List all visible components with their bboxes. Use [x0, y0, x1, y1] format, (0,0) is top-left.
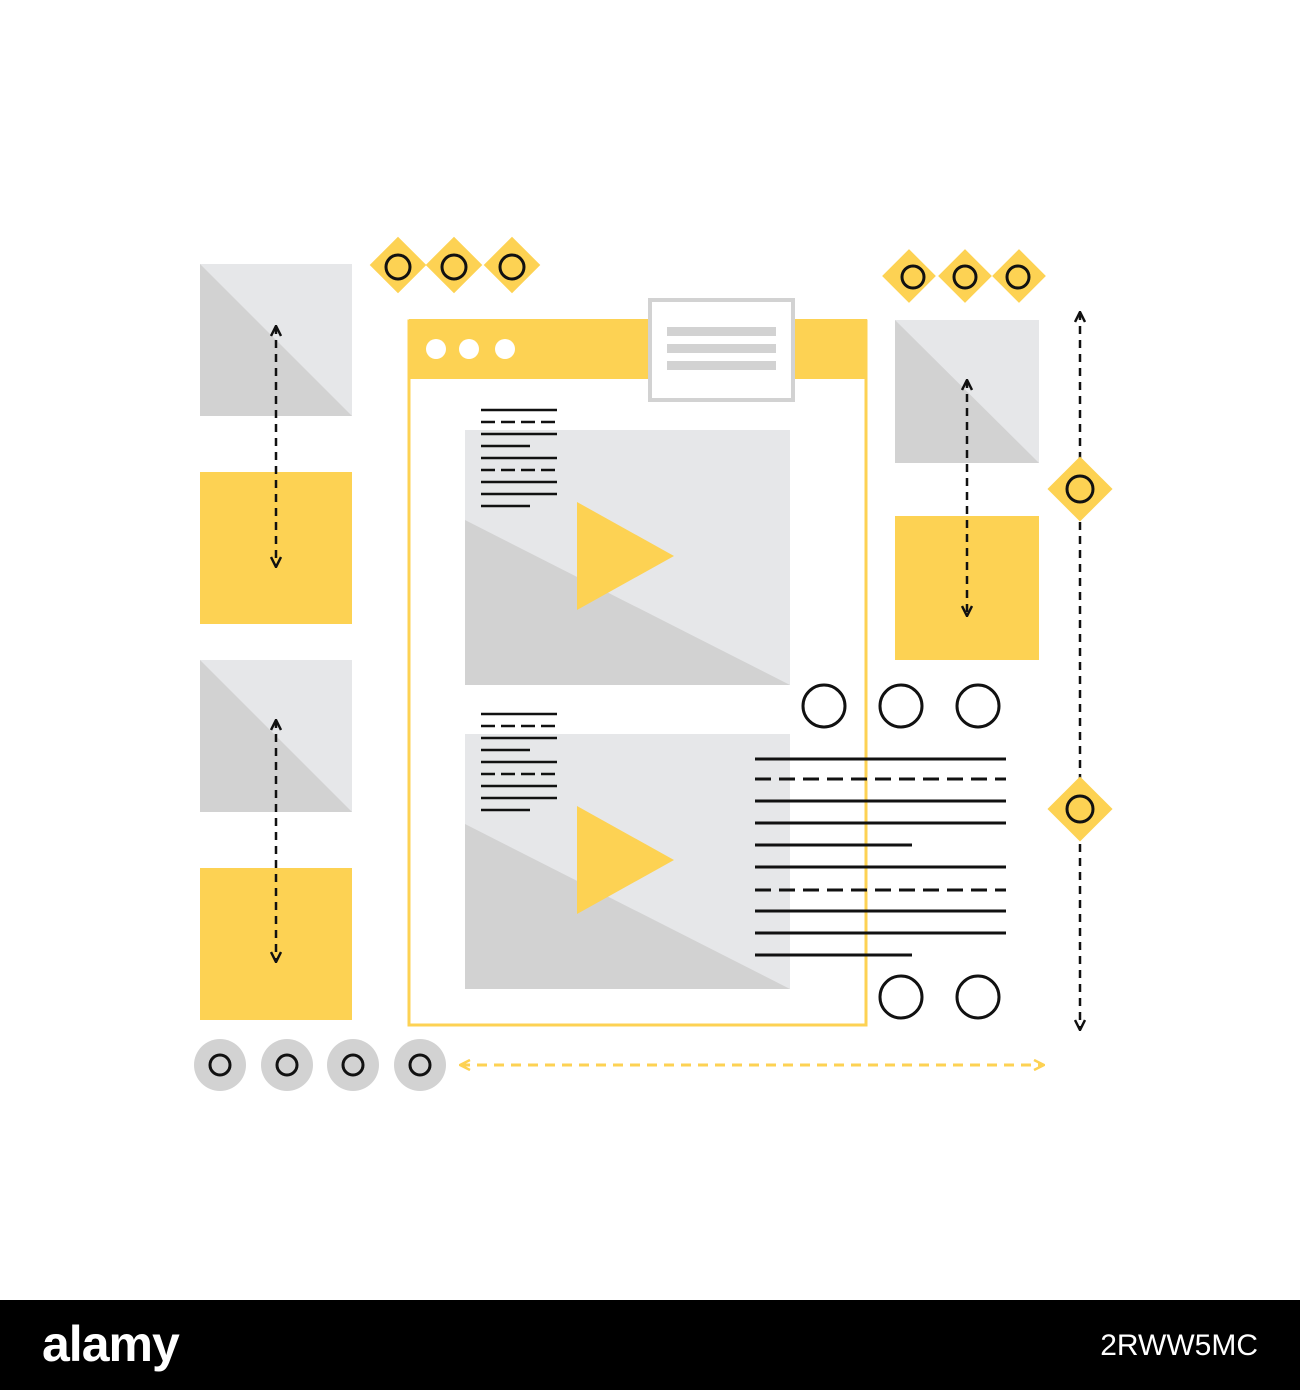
slider-handle-group: [369, 236, 541, 294]
slider-handle-icon: [384, 253, 412, 281]
alamy-logo: alamy: [42, 1316, 180, 1372]
window-dot-icon: [495, 339, 515, 359]
address-card-icon: [648, 298, 795, 402]
slider-handle-icon: [440, 253, 468, 281]
pagination-dot-icon: [194, 1039, 246, 1091]
radio-group: [801, 683, 1001, 1020]
video-play-icon: [465, 430, 790, 685]
slider-handle-icon: [1065, 474, 1095, 504]
slider-handle-icon: [498, 253, 526, 281]
radio-circle-icon: [878, 683, 924, 729]
pagination-dot-icon: [327, 1039, 379, 1091]
slider-handle-icon: [952, 264, 978, 290]
image-id: 2RWW5MC: [1100, 1329, 1258, 1362]
text-lines-icon: [481, 712, 557, 812]
vertical-slider: [1047, 312, 1113, 1030]
video-play-icon: [465, 734, 790, 989]
slider-handle-group: [882, 249, 1046, 303]
slider-handle-icon: [900, 264, 926, 290]
window-dot-icon: [426, 339, 446, 359]
pagination-dots: [194, 1039, 446, 1091]
radio-circle-icon: [955, 974, 1001, 1020]
radio-circle-icon: [801, 683, 847, 729]
pagination-dot-icon: [261, 1039, 313, 1091]
slider-handle-icon: [1005, 264, 1031, 290]
slider-handle-icon: [1065, 794, 1095, 824]
left-tile-column: [200, 264, 352, 1020]
window-dot-icon: [459, 339, 479, 359]
right-tile-column: [895, 320, 1039, 660]
watermark-footer: alamy 2RWW5MC: [0, 1300, 1300, 1390]
text-lines-icon: [481, 408, 557, 508]
text-lines-icon: [755, 757, 1006, 957]
browser-window-icon: [407, 298, 868, 1027]
pagination-dot-icon: [394, 1039, 446, 1091]
radio-circle-icon: [955, 683, 1001, 729]
radio-circle-icon: [878, 974, 924, 1020]
layout-illustration: [194, 236, 1113, 1091]
